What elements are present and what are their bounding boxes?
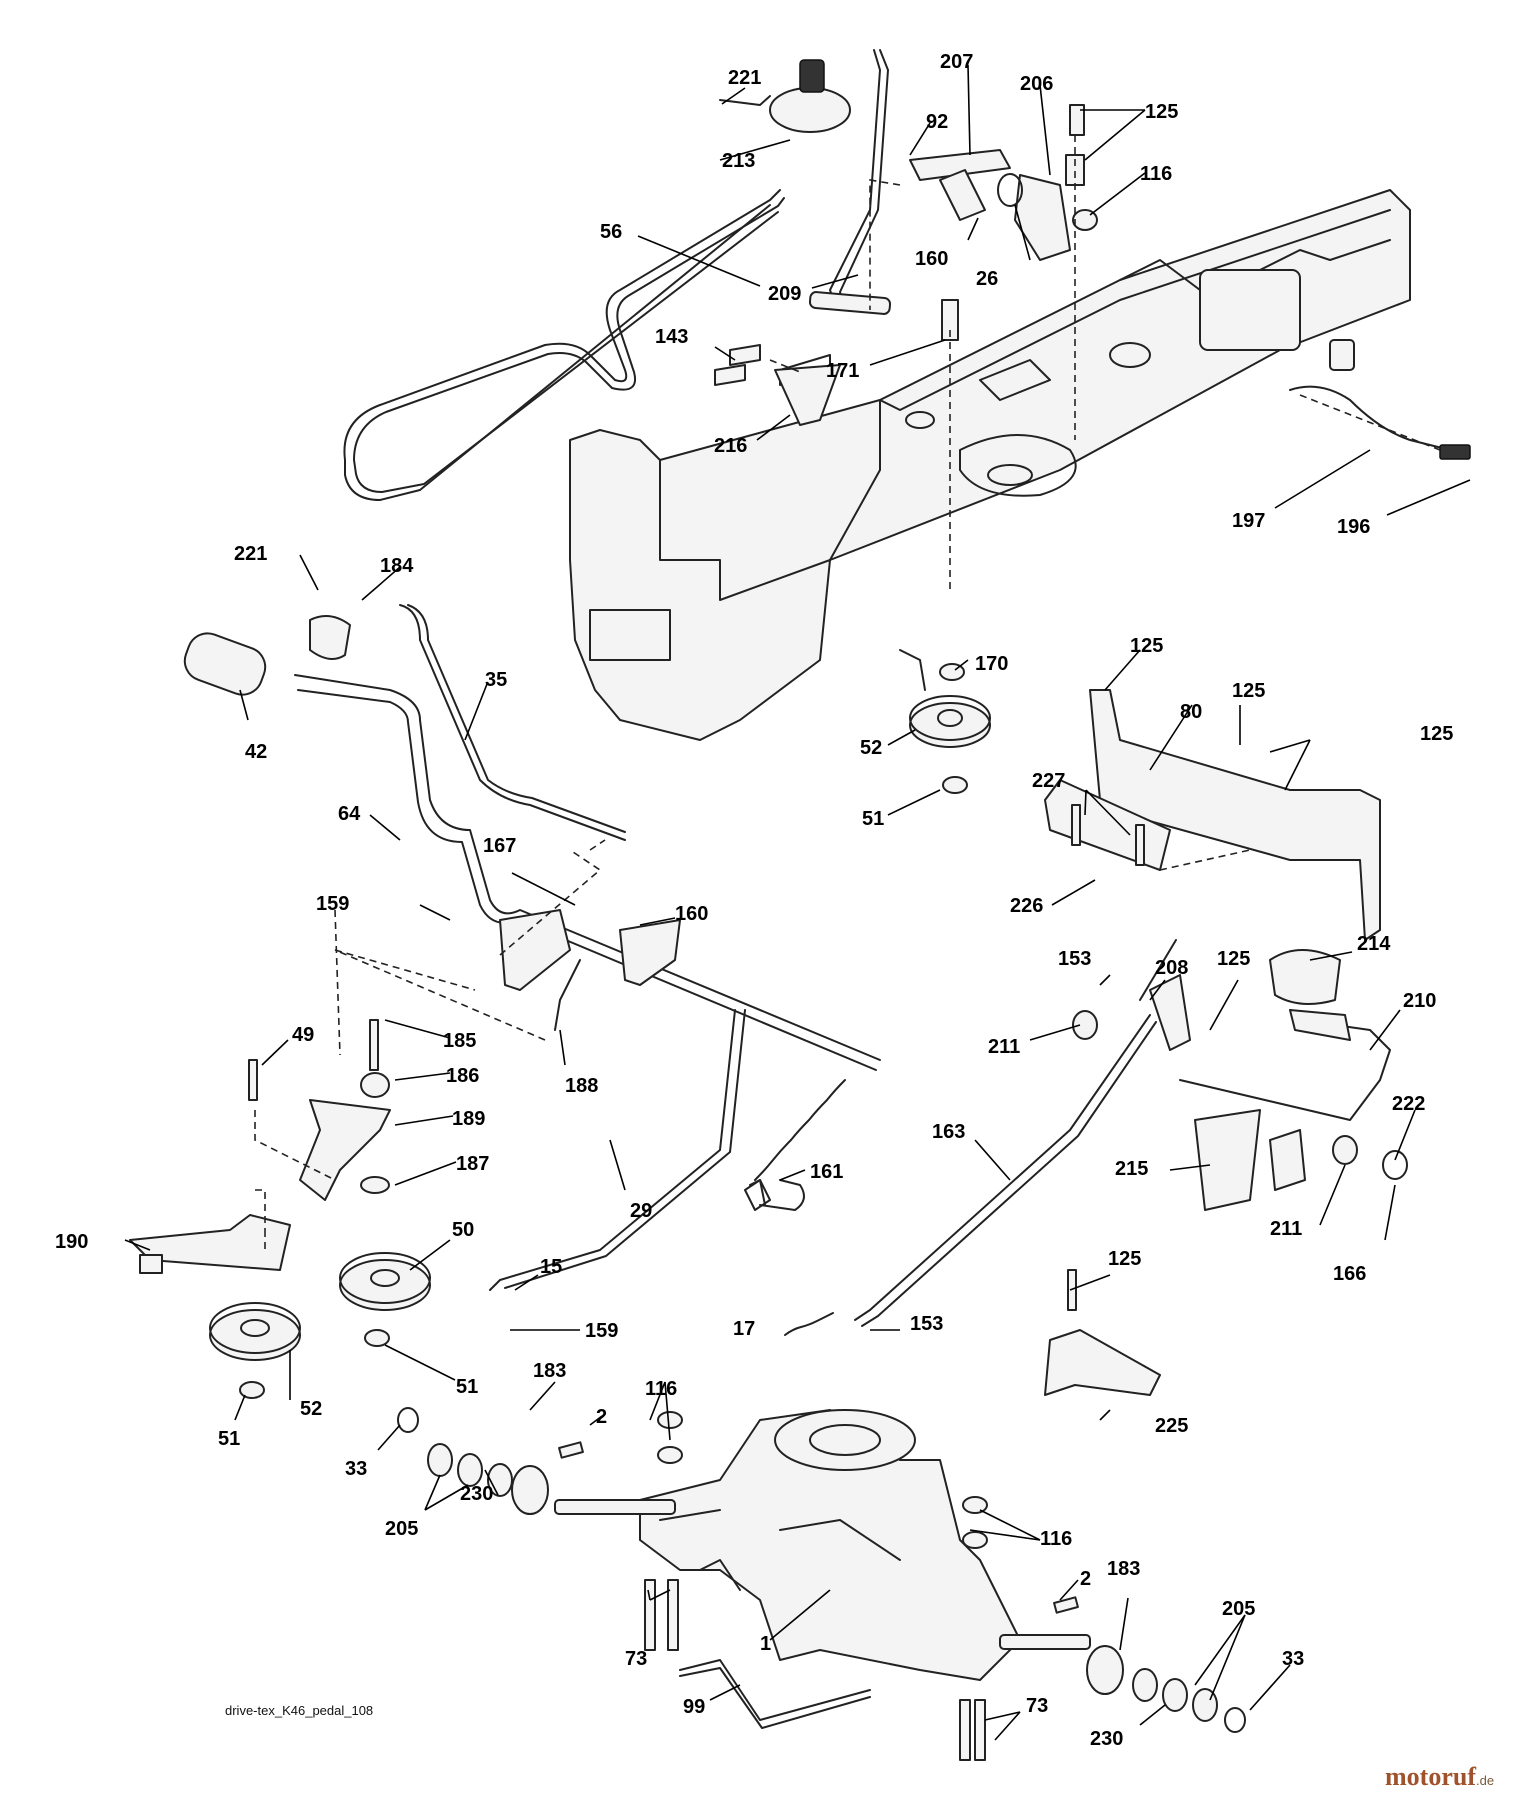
callout-125-pedal: 125: [1217, 948, 1250, 970]
callout-125-bracket-a: 125: [1130, 635, 1163, 657]
callout-159-lower: 159: [585, 1320, 618, 1342]
callout-206: 206: [1020, 73, 1053, 95]
drive-belt: [343, 189, 785, 501]
callout-35: 35: [485, 669, 507, 691]
callout-73-left: 73: [625, 1648, 647, 1670]
callout-197: 197: [1232, 510, 1265, 532]
pulleys: [129, 649, 991, 1399]
callout-205-right: 205: [1222, 1598, 1255, 1620]
callout-226: 226: [1010, 895, 1043, 917]
springs: [754, 939, 1177, 1336]
callout-80: 80: [1180, 701, 1202, 723]
callout-225: 225: [1155, 1415, 1188, 1437]
callout-125-bracket-b: 125: [1232, 680, 1265, 702]
callout-125-top: 125: [1145, 101, 1178, 123]
callout-221-mid: 221: [234, 543, 267, 565]
callout-221-top: 221: [728, 67, 761, 89]
callout-73-right: 73: [1026, 1695, 1048, 1717]
frame-chassis: [569, 189, 1411, 741]
callout-116-transaxle-right: 116: [1040, 1528, 1072, 1550]
callout-153-lower: 153: [910, 1313, 943, 1335]
callout-166: 166: [1333, 1263, 1366, 1285]
callout-190: 190: [55, 1231, 88, 1253]
assembly-lines-lower: [254, 839, 606, 1250]
callout-49: 49: [292, 1024, 314, 1046]
callout-56: 56: [600, 221, 622, 243]
callout-171: 171: [826, 360, 859, 382]
diagram-caption: drive-tex_K46_pedal_108: [225, 1703, 373, 1718]
brand-logo: motoruf.de: [1385, 1762, 1494, 1791]
leader-lines: [124, 64, 1471, 1741]
callout-184: 184: [380, 555, 414, 577]
callout-17: 17: [733, 1318, 755, 1340]
callout-210: 210: [1403, 990, 1436, 1012]
callout-64: 64: [338, 803, 361, 825]
callout-160-top: 160: [915, 248, 948, 270]
callout-189: 189: [452, 1108, 485, 1130]
callout-143: 143: [655, 326, 688, 348]
callout-222: 222: [1392, 1093, 1425, 1115]
assembly-lines-upper: [769, 135, 1441, 590]
callout-209: 209: [768, 283, 801, 305]
callout-99: 99: [683, 1696, 705, 1718]
callout-161: 161: [810, 1161, 843, 1183]
callout-185: 185: [443, 1030, 476, 1052]
callout-214: 214: [1357, 933, 1391, 955]
callout-188: 188: [565, 1075, 598, 1097]
callout-2-left: 2: [596, 1406, 607, 1428]
callout-52-mid: 52: [860, 737, 882, 759]
callout-213: 213: [722, 150, 755, 172]
transaxle: [554, 1409, 1091, 1761]
lower-rod: [679, 1659, 871, 1729]
callout-125-bracket-c: 125: [1420, 723, 1453, 745]
control-levers: [183, 604, 1408, 1327]
callout-labels: 221 213 56 209 207 92 160 26 206 125 116…: [55, 51, 1453, 1750]
callout-196: 196: [1337, 516, 1370, 538]
callout-230-left: 230: [460, 1483, 493, 1505]
callout-52-lower: 52: [300, 1398, 322, 1420]
callout-187: 187: [456, 1153, 489, 1175]
small-bracket: [1044, 1269, 1161, 1396]
callout-26: 26: [976, 268, 998, 290]
callout-116-top: 116: [1140, 163, 1172, 185]
callout-183-right: 183: [1107, 1558, 1140, 1580]
callout-2-right: 2: [1080, 1568, 1091, 1590]
callout-163: 163: [932, 1121, 965, 1143]
callout-227: 227: [1032, 770, 1065, 792]
callout-160-mid: 160: [675, 903, 708, 925]
callout-211-left: 211: [988, 1036, 1020, 1058]
callout-51-mid: 51: [862, 808, 884, 830]
callout-159-mid: 159: [316, 893, 349, 915]
callout-42: 42: [245, 741, 267, 763]
callout-153-mid: 153: [1058, 948, 1091, 970]
callout-216: 216: [714, 435, 747, 457]
callout-50: 50: [452, 1219, 474, 1241]
callout-51-lower-left: 51: [218, 1428, 240, 1450]
callout-1: 1: [760, 1633, 771, 1655]
callout-230-right: 230: [1090, 1728, 1123, 1750]
callout-92: 92: [926, 111, 948, 133]
callout-211-right: 211: [1270, 1218, 1302, 1240]
axle-washers: [397, 1407, 1246, 1733]
callout-170: 170: [975, 653, 1008, 675]
callout-208: 208: [1155, 957, 1188, 979]
callout-51-lower-mid: 51: [456, 1376, 478, 1398]
callout-186: 186: [446, 1065, 479, 1087]
callout-205-left: 205: [385, 1518, 418, 1540]
callout-29: 29: [630, 1200, 652, 1222]
callout-215: 215: [1115, 1158, 1148, 1180]
callout-15: 15: [540, 1256, 562, 1278]
callout-33-right: 33: [1282, 1648, 1304, 1670]
callout-183-left: 183: [533, 1360, 566, 1382]
callout-116-transaxle-left: 116: [645, 1378, 677, 1400]
mounting-bracket: [1044, 689, 1381, 941]
callout-207: 207: [940, 51, 973, 73]
callout-167: 167: [483, 835, 516, 857]
callout-33-left: 33: [345, 1458, 367, 1480]
callout-125-lower: 125: [1108, 1248, 1141, 1270]
